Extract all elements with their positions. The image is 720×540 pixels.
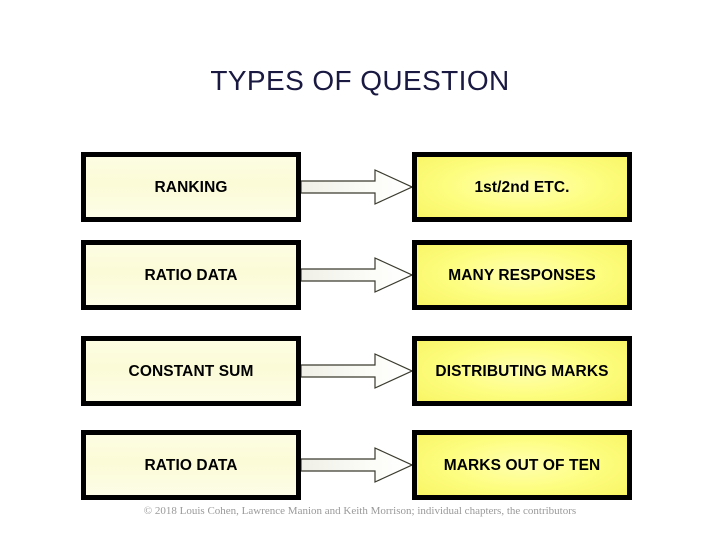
diagram-row: RATIO DATA MANY RESPONSES [0, 240, 720, 310]
source-node[interactable]: RATIO DATA [81, 430, 301, 500]
diagram-row: RATIO DATA MARKS OUT OF TEN [0, 430, 720, 500]
source-node[interactable]: RATIO DATA [81, 240, 301, 310]
source-node[interactable]: RANKING [81, 152, 301, 222]
target-node-label: DISTRIBUTING MARKS [435, 362, 609, 380]
right-arrow-icon [301, 446, 413, 484]
source-node-label: RATIO DATA [144, 266, 238, 284]
target-node[interactable]: MANY RESPONSES [412, 240, 632, 310]
copyright-footer: © 2018 Louis Cohen, Lawrence Manion and … [143, 505, 577, 517]
target-node-label: MARKS OUT OF TEN [443, 456, 601, 474]
diagram-row: CONSTANT SUM DISTRIBUTING MARKS [0, 336, 720, 406]
right-arrow-icon [301, 256, 413, 294]
right-arrow-icon [301, 352, 413, 390]
target-node-label: 1st/2nd ETC. [474, 178, 570, 196]
target-node[interactable]: MARKS OUT OF TEN [412, 430, 632, 500]
target-node[interactable]: 1st/2nd ETC. [412, 152, 632, 222]
diagram-row: RANKING 1st/2nd ETC. [0, 152, 720, 222]
source-node-label: RANKING [154, 178, 228, 196]
page-title: TYPES OF QUESTION [210, 65, 510, 96]
source-node-label: RATIO DATA [144, 456, 238, 474]
source-node-label: CONSTANT SUM [128, 362, 254, 380]
right-arrow-icon [301, 168, 413, 206]
source-node[interactable]: CONSTANT SUM [81, 336, 301, 406]
target-node-label: MANY RESPONSES [448, 266, 596, 284]
target-node[interactable]: DISTRIBUTING MARKS [412, 336, 632, 406]
